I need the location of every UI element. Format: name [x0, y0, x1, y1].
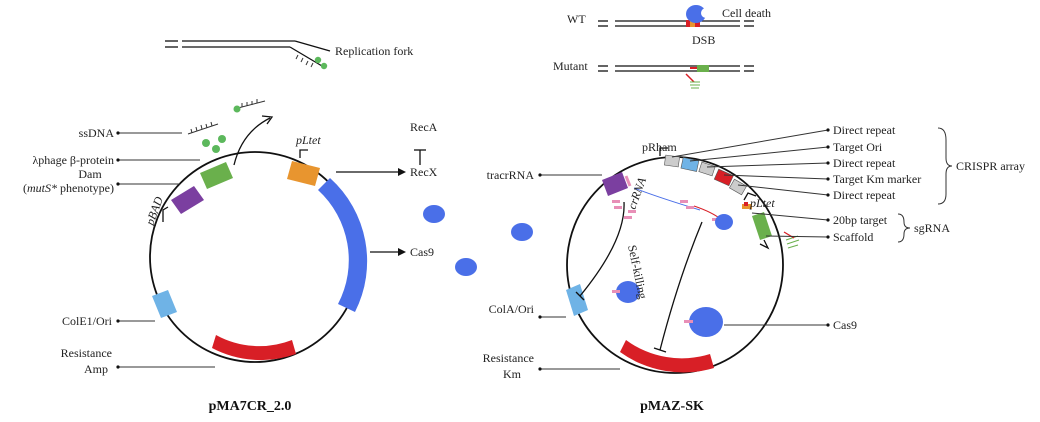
- plasmid-title-left: pMA7CR_2.0: [209, 399, 292, 414]
- plasmid-pma7cr: ssDNA λphage β-protein Dam (mutS* phenot…: [23, 99, 438, 414]
- array-item-1: Direct repeat: [833, 123, 896, 137]
- sgrna-icon: [690, 81, 700, 89]
- cas9-complex-icon: [616, 281, 640, 303]
- recx-label: RecX: [410, 165, 438, 179]
- cas9-label-right: Cas9: [833, 318, 857, 332]
- resistance-label: Resistance: [61, 346, 112, 360]
- cola-label: ColA/Ori: [489, 302, 535, 316]
- reca-label: RecA: [410, 120, 438, 134]
- amp-resistance-block: [212, 335, 296, 361]
- cas9-large-icon: [689, 307, 723, 337]
- replication-fork: Replication fork: [165, 40, 413, 70]
- beta-protein-label: λphage β-protein: [32, 153, 114, 167]
- cas9-gene-block: [318, 178, 368, 312]
- ssdna-strand-icon: [187, 99, 266, 135]
- crispr-array-brace: [937, 127, 953, 205]
- km-label: Km: [503, 367, 522, 381]
- beta-protein-block: [200, 162, 233, 189]
- wt-mutant-panel: WT Cell death DSB Mutant: [553, 5, 771, 89]
- plasmid-pmaz-sk: Self-killing tracrRNA pRham crRNA pLtet …: [483, 123, 1025, 414]
- plasmid-backbone-right: [566, 156, 784, 374]
- wt-label: WT: [567, 12, 586, 26]
- mutant-label: Mutant: [553, 59, 588, 73]
- free-cas9-proteins: [423, 205, 533, 276]
- resistance-label-right: Resistance: [483, 351, 534, 365]
- pltet-block: [287, 161, 320, 186]
- tracrrna-block: [602, 172, 628, 196]
- amp-label: Amp: [84, 362, 108, 376]
- mutant-target-site: [697, 65, 709, 72]
- cell-death-label: Cell death: [722, 6, 771, 20]
- pltet-label-right: pLtet: [749, 196, 775, 210]
- cola-ori-block: [566, 284, 588, 316]
- sg-item-1: 20bp target: [833, 213, 888, 227]
- pbad-promoter-block: [171, 186, 204, 214]
- array-item-3: Direct repeat: [833, 156, 896, 170]
- target-km-block: [713, 168, 734, 187]
- pltet-label: pLtet: [295, 133, 321, 147]
- cas9-label-left: Cas9: [410, 245, 434, 259]
- prham-label: pRham: [642, 140, 677, 154]
- cole1-label: ColE1/Ori: [62, 314, 113, 328]
- sgrna-block: [752, 212, 772, 240]
- plasmid-title-right: pMAZ-SK: [640, 399, 704, 414]
- array-item-2: Target Ori: [833, 140, 883, 154]
- array-item-4: Target Km marker: [833, 172, 921, 186]
- crispr-array-leaders: [671, 128, 830, 197]
- km-resistance-block: [620, 340, 714, 373]
- replication-fork-label: Replication fork: [335, 44, 413, 58]
- muts-phenotype-label: (mutS* phenotype): [23, 181, 114, 195]
- sg-item-2: Scaffold: [833, 230, 873, 244]
- crispr-array-label: CRISPR array: [956, 159, 1025, 173]
- dam-label: Dam: [78, 167, 102, 181]
- dsb-label: DSB: [692, 33, 715, 47]
- cas9-protein-icon: [686, 5, 706, 23]
- cole1-ori-block: [152, 290, 177, 318]
- tracrrna-label: tracrRNA: [487, 168, 535, 182]
- array-item-5: Direct repeat: [833, 188, 896, 202]
- ssdna-label: ssDNA: [79, 126, 115, 140]
- sgrna-label: sgRNA: [914, 221, 950, 235]
- sgrna-brace: [897, 213, 911, 243]
